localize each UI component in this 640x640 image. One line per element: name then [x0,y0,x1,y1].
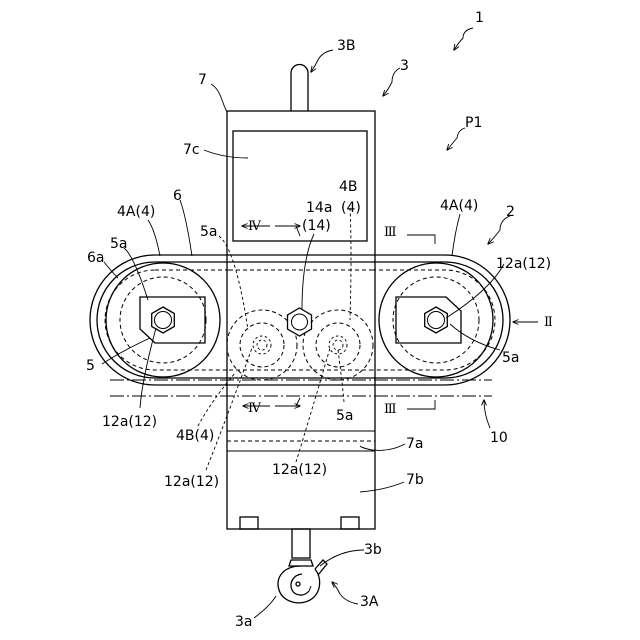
label-4a-left: 4A(4) [117,204,155,220]
load-line-10 [110,380,492,396]
label-sec-iii-top: Ⅲ [384,225,397,240]
label-sec-iv-bottom: Ⅳ [248,401,262,416]
label-12a-bottom-left: 12a(12) [164,474,219,490]
label-14a: 14a [306,200,332,216]
label-5a-top-left: 5a [110,236,128,252]
label-sec-ii: Ⅱ [544,315,553,330]
top-eye-3b [291,65,308,112]
bottom-hook-3a [278,529,327,603]
label-5a-inner-left: 5a [200,224,218,240]
left-pulley-4a [106,263,220,377]
label-12a-left: 12a(12) [102,414,157,430]
right-pulley-4a [379,263,493,377]
label-5a-right: 5a [502,350,520,366]
label-10: 10 [490,430,508,446]
label-p1: P1 [465,115,482,131]
label-3a-lower: 3a [235,614,253,630]
label-5-left: 5 [86,358,95,374]
label-12a-right: 12a(12) [496,256,551,272]
label-7b: 7b [406,472,424,488]
label-14: (14) [302,218,331,234]
label-5a-center: 5a [336,408,354,424]
label-7: 7 [198,72,207,88]
label-3b-upper: 3B [337,38,356,54]
label-3b-lower: 3b [364,542,382,558]
label-sec-iii-bottom: Ⅲ [384,402,397,417]
label-2: 2 [506,204,515,220]
label-7a: 7a [406,436,424,452]
label-4b-paren: (4) [341,200,361,216]
label-3: 3 [400,58,409,74]
center-bolt-14a [288,308,312,336]
label-3a-upper: 3A [360,594,379,610]
label-12a-bottom-center: 12a(12) [272,462,327,478]
label-6: 6 [173,188,182,204]
label-4a-right: 4A(4) [440,198,478,214]
label-sec-iv-top: Ⅳ [248,219,262,234]
label-7c: 7c [183,142,200,158]
label-1: 1 [475,10,484,26]
label-6a: 6a [87,250,105,266]
housing-feet [240,517,359,529]
label-4b-top: 4B [339,179,358,195]
label-4b-bottom: 4B(4) [176,428,214,444]
